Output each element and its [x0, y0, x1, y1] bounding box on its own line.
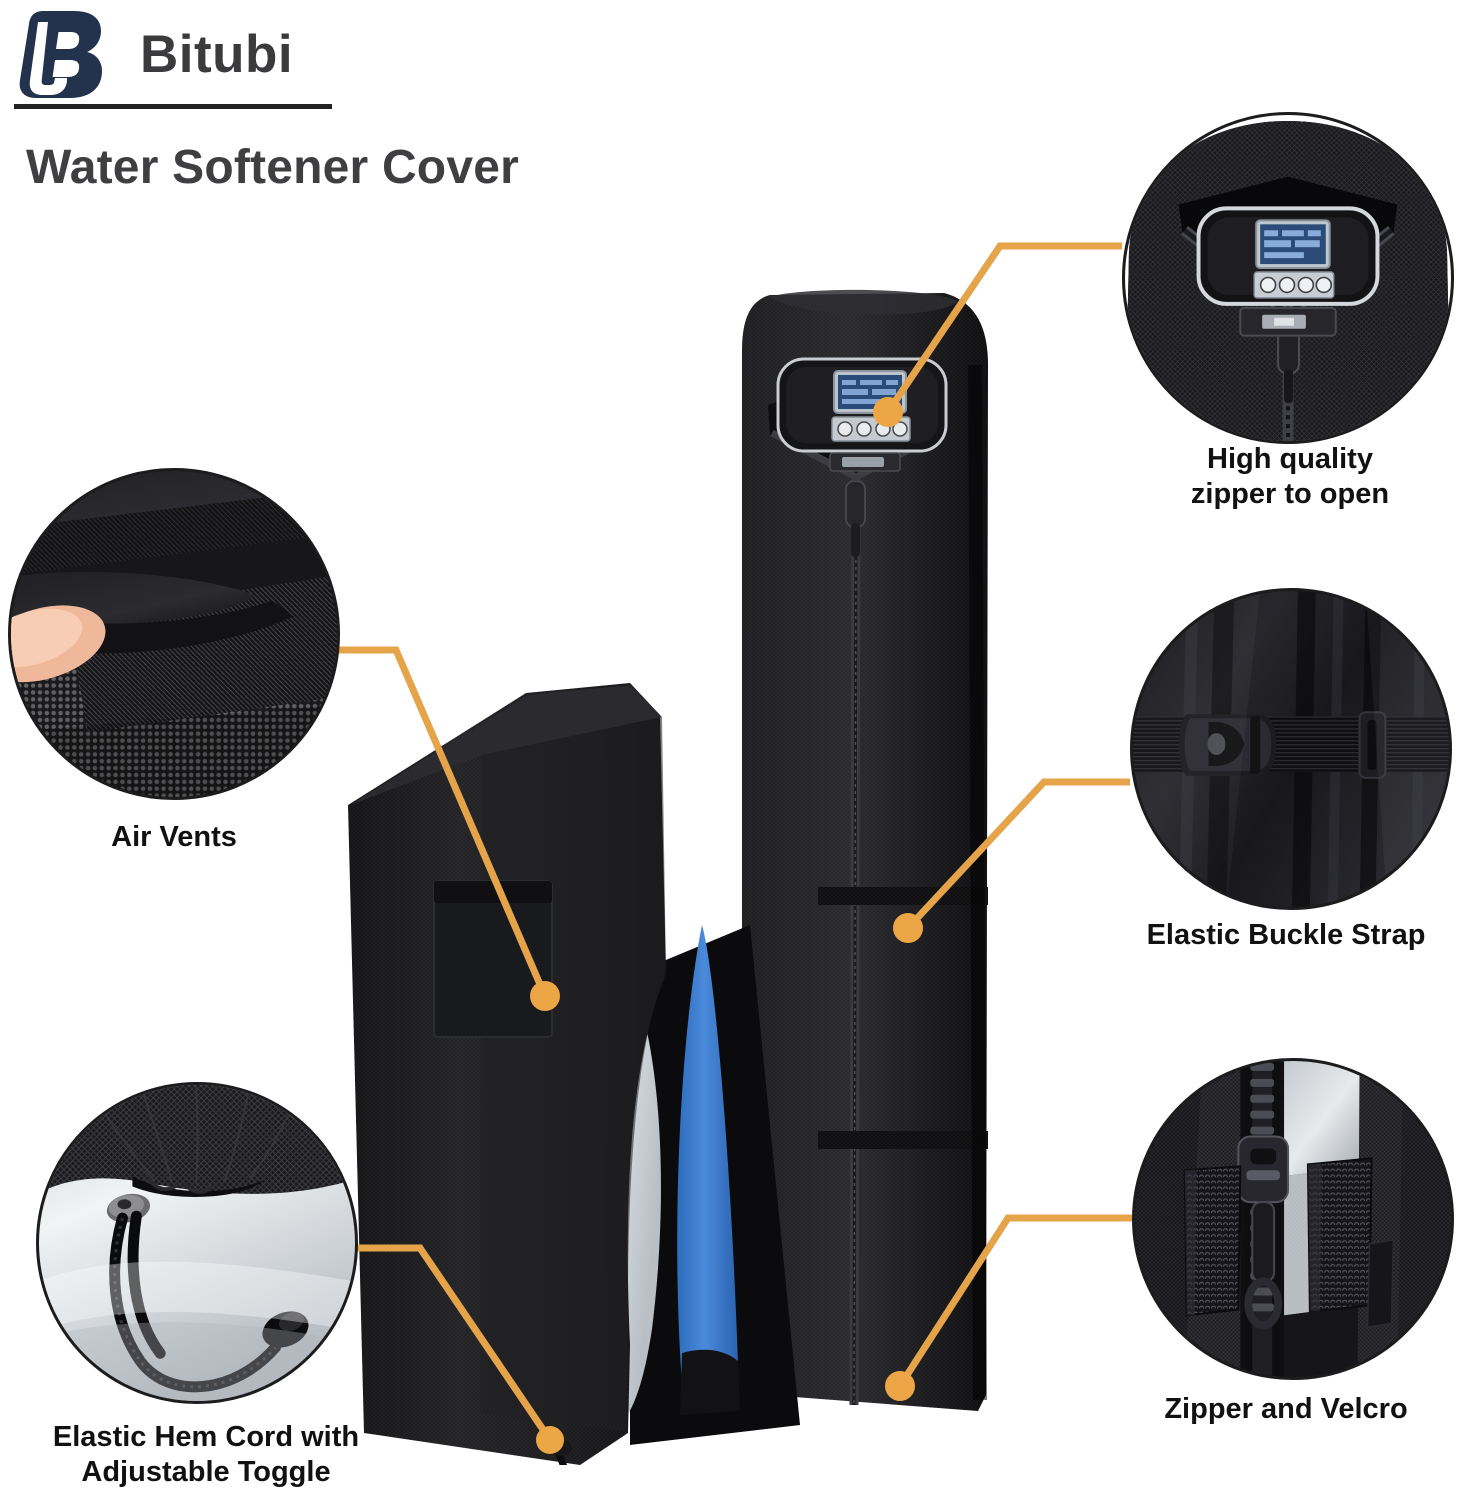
side-pocket [433, 880, 553, 1038]
bitubi-logo-icon [19, 11, 102, 98]
caption-buckle-strap: Elastic Buckle Strap [1146, 919, 1426, 951]
control-buttons [1259, 276, 1333, 294]
cord-knot [262, 1311, 309, 1348]
strap-adjuster [1358, 711, 1387, 779]
caption-hem-cord: Elastic Hem Cord with Adjustable Toggle [52, 1421, 360, 1489]
finger [11, 605, 106, 683]
inset-hem-cord [36, 1082, 358, 1404]
blue-resin-tank [677, 925, 738, 1385]
inset-zipper [1122, 112, 1454, 444]
cover-body [348, 683, 666, 1465]
caption-zipper-velcro: Zipper and Velcro [1164, 1393, 1408, 1425]
zipper-velcro-photo [1135, 1061, 1451, 1377]
buckle-strap-photo [1133, 591, 1449, 907]
velcro-tab-left [1183, 1165, 1242, 1317]
caption-zipper: High quality zipper to open [1190, 443, 1390, 511]
page-title: Water Softener Cover [26, 141, 519, 194]
header-divider [14, 104, 332, 109]
front-zipper [845, 474, 866, 1406]
product-image [348, 289, 988, 1465]
inset-zipper-velcro [1132, 1058, 1454, 1380]
inset-air-vents [8, 468, 340, 800]
zipper [1237, 1061, 1290, 1377]
caption-air-vents: Air Vents [111, 821, 237, 853]
zipper-control-head-photo [1125, 115, 1451, 441]
brand-name: Bitubi [140, 24, 294, 84]
drawstring-toggle-photo [39, 1085, 355, 1401]
side-release-buckle [1179, 714, 1277, 776]
velcro-tab-right [1306, 1157, 1373, 1313]
upper-buckle-strap [818, 887, 988, 905]
air-vent-mesh-photo [11, 471, 337, 797]
brand-header: Bitubi [14, 8, 293, 100]
water-softener-control-head [1196, 206, 1380, 306]
lower-buckle-strap [818, 1131, 988, 1149]
inset-buckle-strap [1130, 588, 1452, 910]
